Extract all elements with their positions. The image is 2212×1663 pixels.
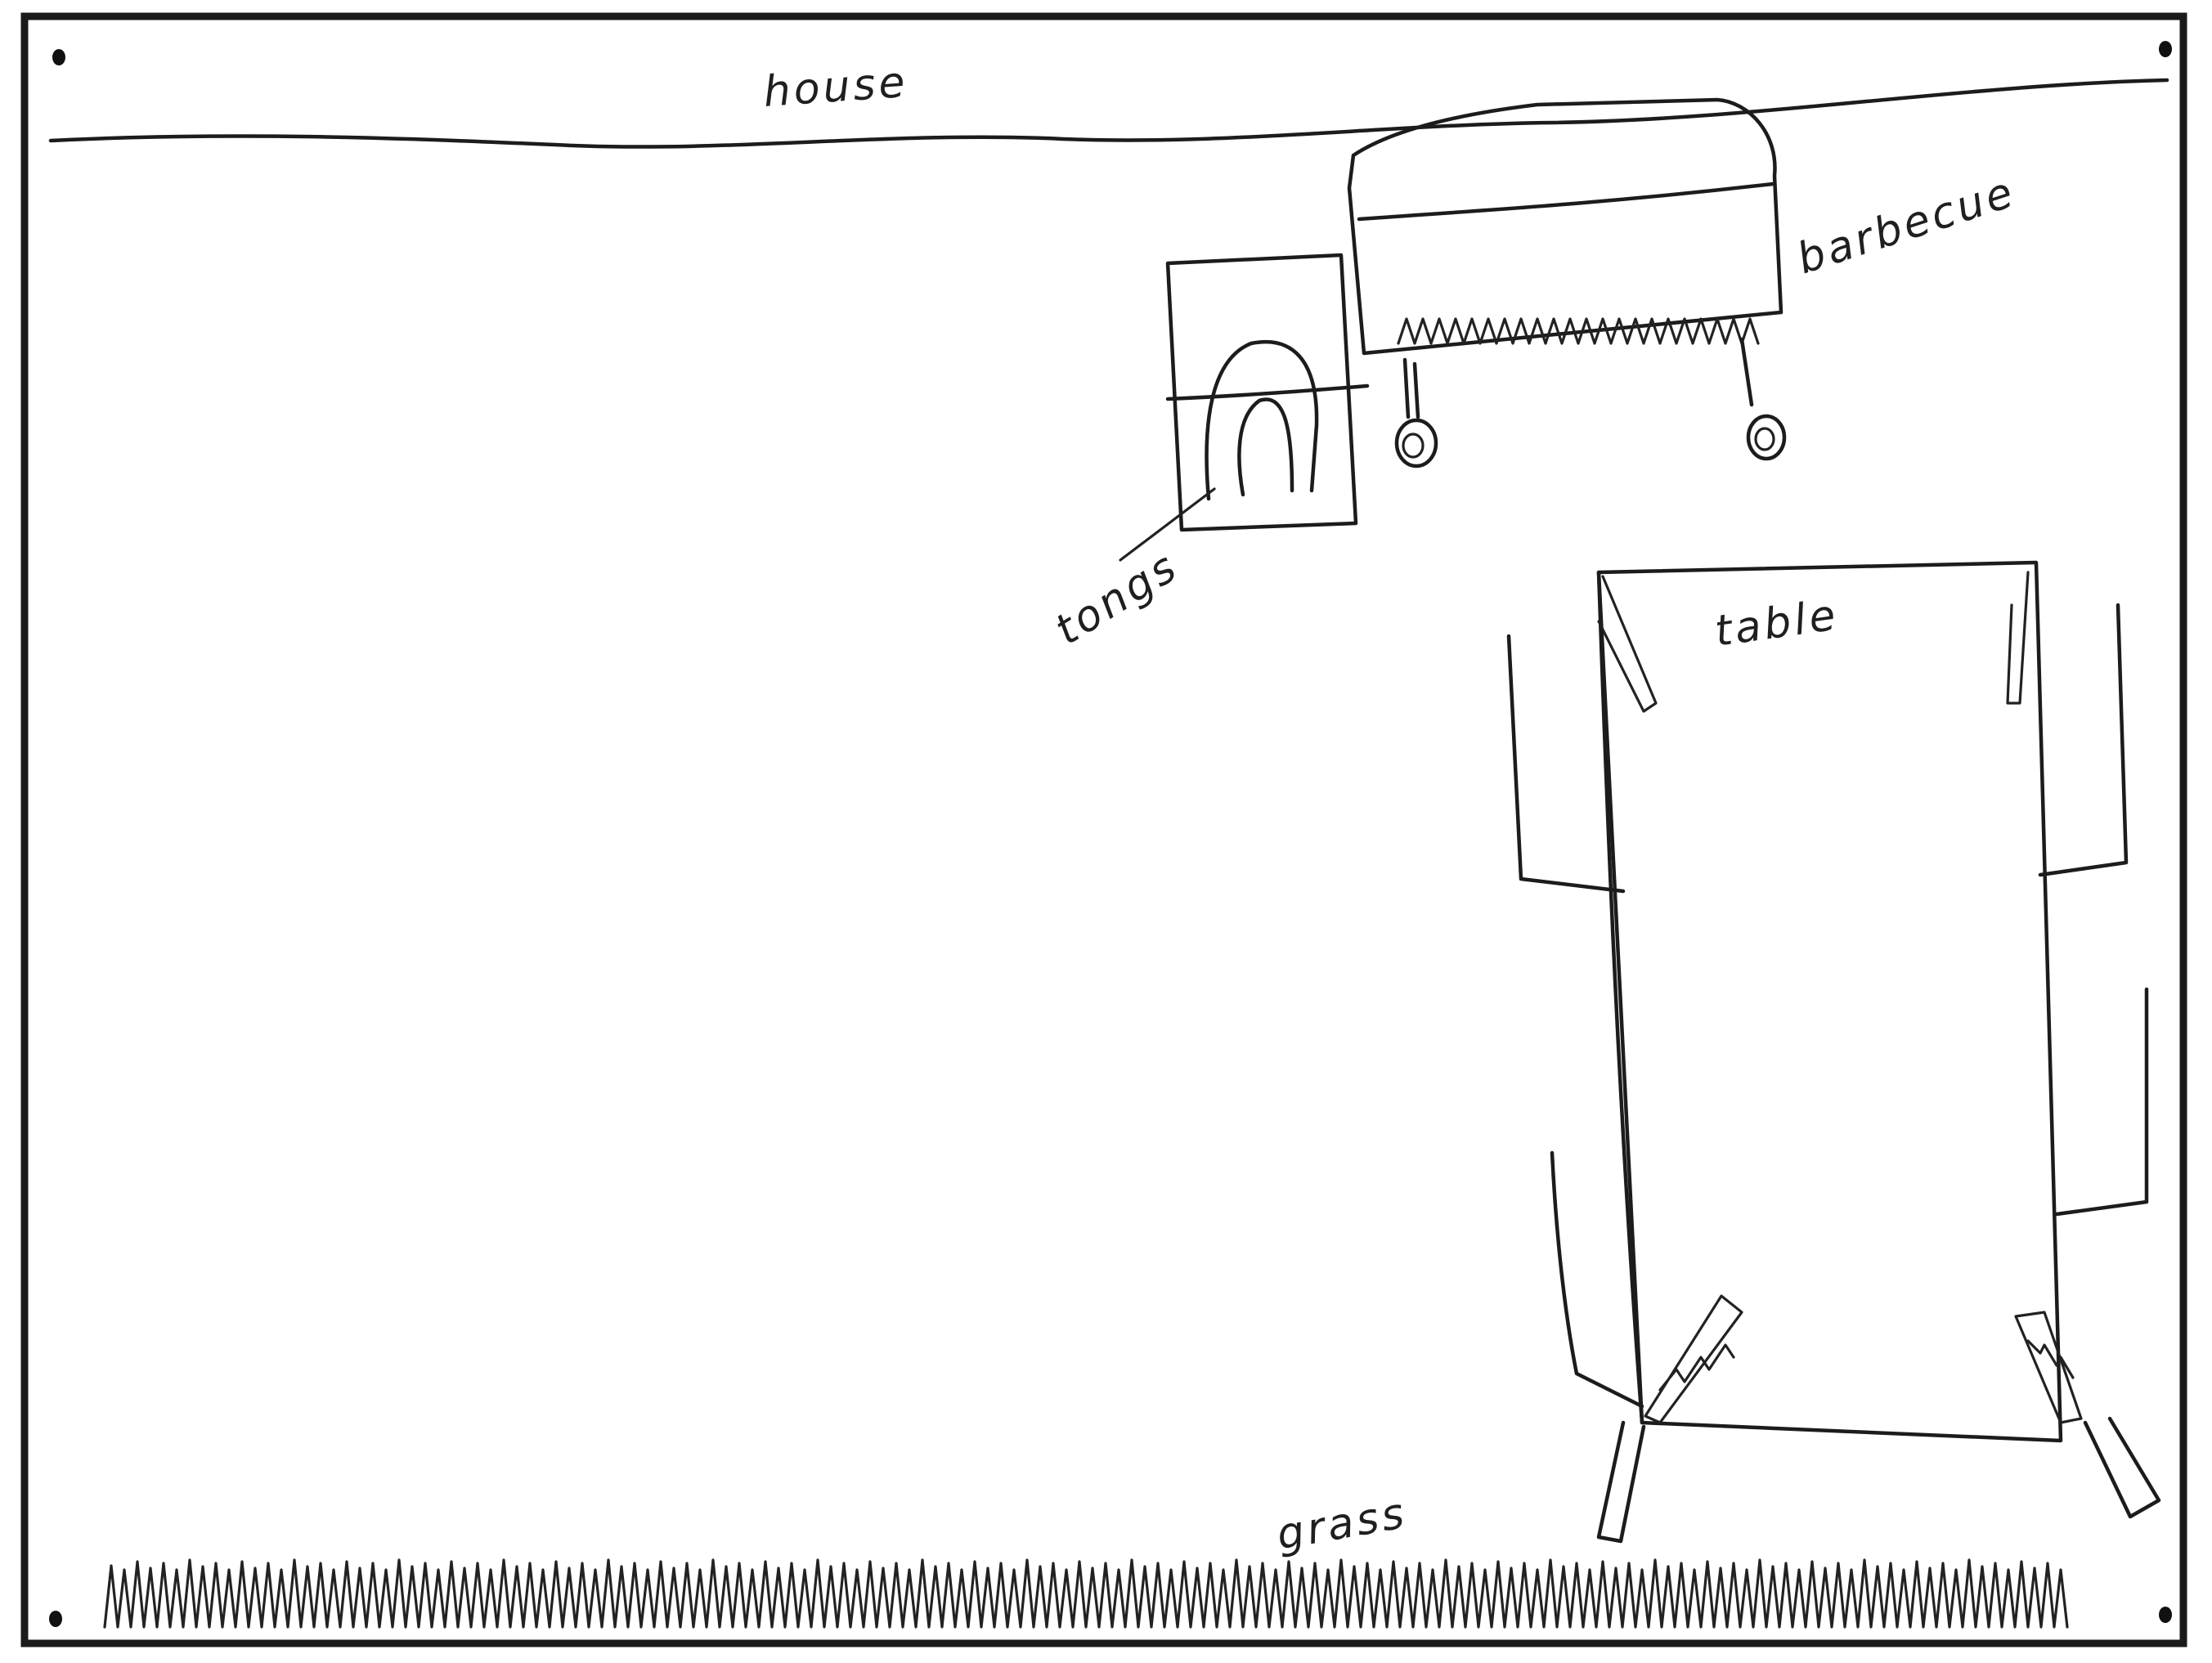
table-top [1596,560,2063,1443]
fork-top-right [2006,571,2030,705]
barbecue-left-wheel-hub [1402,433,1425,459]
page-frame [20,12,2187,1647]
tongs-pointer-line [1119,487,1216,562]
tongs-label: tongs [1047,542,1187,655]
table-left-edge-line [1596,570,1644,1425]
house-label: house [762,58,910,117]
table-leg-bottom-left [1596,1420,1646,1544]
barbecue-right-leg [1739,337,1754,407]
barbecue-left-leg-b [1412,361,1420,419]
chair-top-left [1506,634,1626,894]
barbecue-lid-line [1357,182,1775,222]
table-leg-bottom-right [2083,1416,2161,1519]
tack-bottom-left [49,1611,62,1627]
side-table-outline [1165,253,1358,532]
tack-top-left [52,49,65,65]
tongs-station: tongs [1047,253,1370,655]
chair-bottom-right [2054,987,2149,1217]
barbecue: barbecue [1347,97,2021,468]
grass: grass [103,1489,2069,1629]
table-with-chairs: table [1506,560,2161,1544]
tongs-shape [1205,339,1319,501]
tack-bottom-right [2159,1607,2172,1623]
barbecue-left-wheel [1394,418,1438,468]
knife-right [2014,1311,2083,1424]
fork-top-left [1597,575,1658,713]
table-label: table [1712,590,1842,657]
barbecue-label: barbecue [1791,168,2021,285]
grass-label: grass [1273,1489,1411,1560]
barbecue-right-wheel-hub [1754,427,1775,451]
house-wall-line [48,78,2169,149]
barbecue-left-leg [1402,357,1411,419]
tack-top-right [2159,41,2172,57]
grass-blades [103,1558,2069,1629]
side-table-line [1165,383,1370,401]
barbecue-grill-lines [1397,317,1760,345]
chair-top-right [2038,603,2129,877]
knife-left [1644,1294,1743,1424]
chair-bottom-left [1550,1150,1644,1409]
corner-tacks [49,41,2172,1627]
barbecue-right-wheel [1746,414,1787,461]
barbecue-body [1347,97,1784,356]
